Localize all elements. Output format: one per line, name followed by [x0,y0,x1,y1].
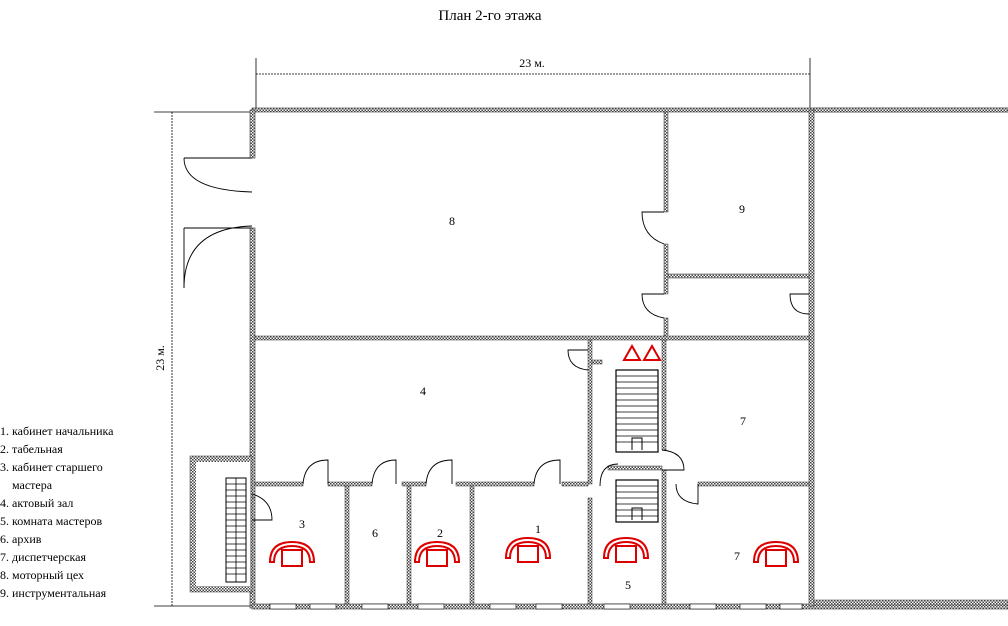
room-label-9: 9 [739,202,745,216]
width-dimension: 23 м. [255,56,811,108]
room-label-7: 7 [740,414,746,428]
room-label-6: 6 [372,526,378,540]
windows [269,603,803,610]
legend-item: 2. табельная [0,442,63,456]
legend-item: 6. архив [0,532,42,546]
main-staircase [615,369,659,523]
legend-item: 5. комната мастеров [0,514,103,528]
interior-walls [254,111,810,605]
legend-item: 4. актовый зал [0,496,74,510]
room-label-8: 8 [449,214,455,228]
left-stair-annex [189,455,253,593]
height-dimension-label: 23 м. [153,345,167,371]
exterior-walls [249,107,1008,610]
plan-title: План 2-го этажа [438,8,541,24]
room-label-1: 1 [535,522,541,536]
room-label-2: 2 [437,526,443,540]
room-label-4: 4 [420,384,426,398]
room-label-7b: 7 [734,549,740,563]
room-label-5: 5 [625,578,631,592]
legend-item: 9. инструментальная [0,586,107,600]
fire-exit-triangle-icon [622,343,662,361]
adjacent-building-walls [813,107,1008,606]
width-dimension-label: 23 м. [519,56,545,70]
legend-item: 8. моторный цех [0,568,85,582]
room-legend: 1. кабинет начальника 2. табельная 3. ка… [0,422,170,602]
stair-arrow-icon [631,437,643,520]
legend-item: мастера [12,478,53,492]
legend-item: 7. диспетчерская [0,550,87,564]
legend-item: 1. кабинет начальника [0,424,114,438]
height-dimension: 23 м. [153,111,254,607]
room-label-3: 3 [299,517,305,531]
legend-item: 3. кабинет старшего [0,460,103,474]
doors [183,157,810,521]
